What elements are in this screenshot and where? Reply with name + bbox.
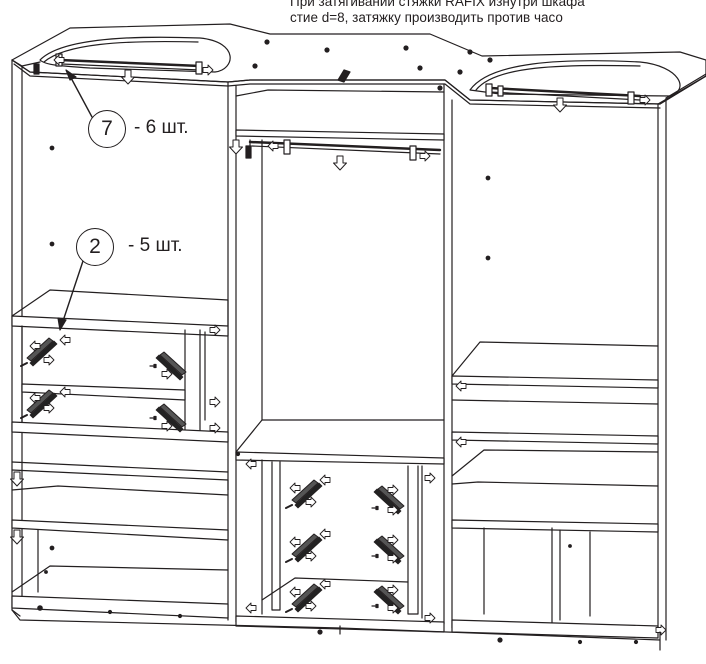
instruction-note: При затягивании стяжки RAFIX изнутри шка… xyxy=(290,0,706,26)
instruction-note-line-1: При затягивании стяжки RAFIX изнутри шка… xyxy=(290,0,585,9)
instruction-note-line-2: стие d=8, затяжку производить против час… xyxy=(290,10,563,25)
part-quantity: - 6 шт. xyxy=(134,117,189,138)
callout-leaders xyxy=(57,69,93,331)
right-cabinet xyxy=(451,73,706,645)
top-panel xyxy=(11,23,706,109)
part-number-bubble: 7 xyxy=(88,110,126,148)
part-quantity: - 5 шт. xyxy=(128,235,183,256)
middle-cabinet xyxy=(228,83,445,635)
plinth xyxy=(11,609,661,651)
part-number-bubble: 2 xyxy=(76,228,114,266)
